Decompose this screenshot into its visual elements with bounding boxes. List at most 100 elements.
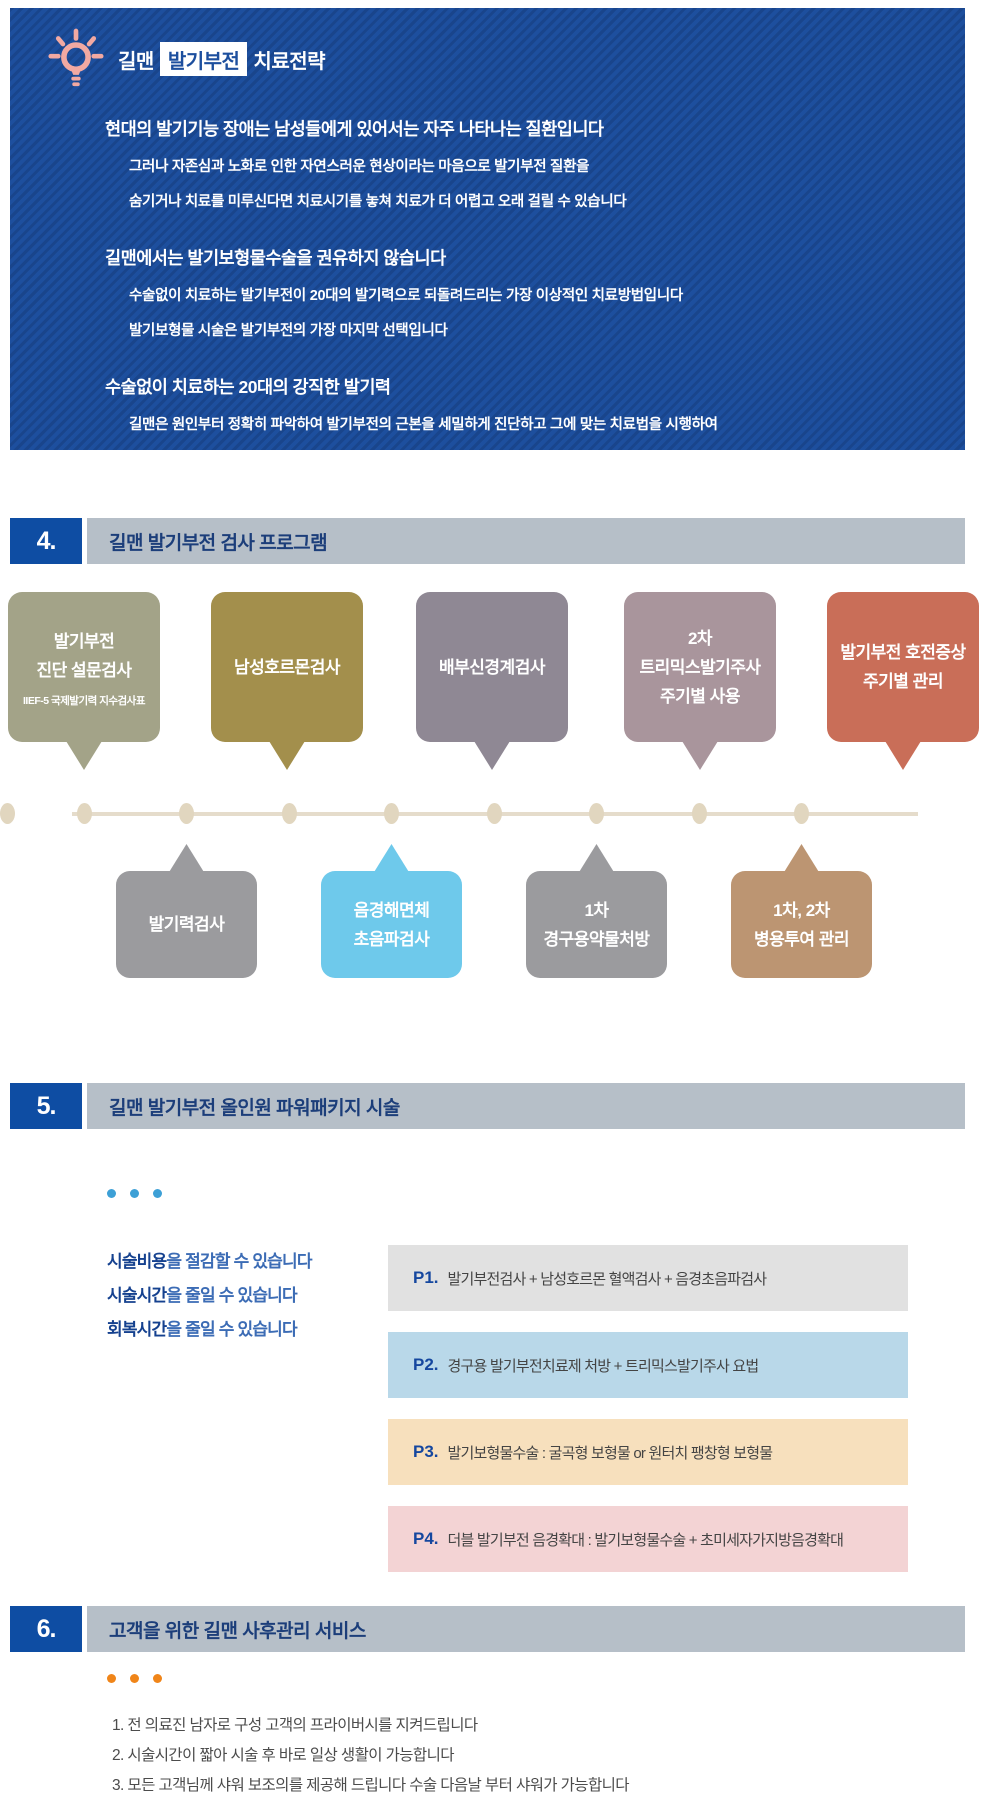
bubble-line: 남성호르몬검사: [234, 657, 340, 677]
package-label: P2.: [413, 1355, 439, 1374]
timeline-dot: [179, 803, 194, 824]
bubble-line: 진단 설문검사: [36, 660, 132, 680]
bubble-line: 음경해면체: [353, 900, 430, 920]
section-5-number: 5.: [10, 1083, 82, 1129]
package-label: P1.: [413, 1268, 439, 1287]
benefit-list: 시술비용을 절감할 수 있습니다 시술시간을 줄일 수 있습니다 회복시간을 줄…: [107, 1245, 388, 1593]
bubble-line: 초음파검사: [353, 929, 430, 949]
package-text: 발기보형물수술 : 굴곡형 보형물 or 원터치 팽창형 보형물: [447, 1444, 773, 1462]
bubble-tail: [578, 844, 615, 873]
bubble-line: 발기부전: [53, 631, 115, 651]
package-text: 발기부전검사 + 남성호르몬 혈액검사 + 음경초음파검사: [447, 1270, 768, 1288]
hero-line: 발기보형물 시술은 발기부전의 가장 마지막 선택입니다: [129, 323, 448, 339]
timeline-dot: [794, 803, 809, 824]
bubble-line: 발기부전 호전증상: [840, 643, 966, 662]
timeline-dot: [384, 803, 399, 824]
bubble-tail: [682, 741, 718, 770]
dot-icon: [153, 1674, 162, 1683]
package-row-p4: P4. 더블 발기부전 음경확대 : 발기보형물수술 + 초미세자가지방음경확대: [388, 1506, 908, 1572]
section-5-title: 길맨 발기부전 올인원 파워패키지 시술: [87, 1083, 965, 1129]
timeline-dot: [282, 803, 297, 824]
benefit-line: 시술비용을 절감할 수 있습니다: [107, 1245, 388, 1279]
section-6-header: 6. 고객을 위한 길맨 사후관리 서비스: [10, 1606, 965, 1652]
timeline-dot: [0, 803, 15, 824]
title-badge: 발기부전: [159, 42, 248, 76]
dot-icon: [130, 1189, 139, 1198]
benefit-rest: 을 절감할 수 있습니다: [166, 1252, 312, 1271]
bubble-tail: [373, 844, 410, 873]
lightbulb-icon: [48, 28, 104, 87]
hero-heading: 현대의 발기기능 장애는 남성들에게 있어서는 자주 나타나는 질환입니다: [105, 119, 604, 139]
list-item: 1. 전 의료진 남자로 구성 고객의 프라이버시를 지켜드립니다: [112, 1717, 478, 1734]
timeline-dot: [77, 803, 92, 824]
bubble-combined-care: 1차, 2차 병용투여 관리: [731, 844, 872, 978]
bubble-line: 병용투여 관리: [753, 929, 850, 949]
dot-icon: [153, 1189, 162, 1198]
hero-block: 수술없이 치료하는 20대의 강직한 발기력 길맨은 원인부터 정확히 파악하여…: [105, 374, 965, 469]
list-item: 3. 모든 고객님께 샤워 보조의를 제공해 드립니다 수술 다음날 부터 샤워…: [112, 1777, 630, 1794]
bubble-line: 트리믹스발기주사: [639, 657, 761, 677]
bubble-line: 1차: [584, 900, 609, 920]
benefit-rest: 을 줄일 수 있습니다: [166, 1286, 297, 1305]
bubble-nerve-test: 배부신경계검사: [416, 592, 568, 770]
bubble-line: 1차, 2차: [773, 900, 830, 920]
timeline-dot: [589, 803, 604, 824]
bubble-line: 경구용약물처방: [543, 929, 650, 949]
package-text: 경구용 발기부전치료제 처방 + 트리믹스발기주사 요법: [447, 1357, 760, 1375]
bubble-trimix-injection: 2차 트리믹스발기주사 주기별 사용: [624, 592, 776, 770]
aftercare-service-list: 1. 전 의료진 남자로 구성 고객의 프라이버시를 지켜드립니다 2. 시술시…: [112, 1711, 990, 1805]
list-item: 4. 원하시는 지점에서 시술 받으시고 가까운 지점에서 처치(소독 및 상태…: [112, 1801, 990, 1805]
bubble-ultrasound-test: 음경해면체 초음파검사: [321, 844, 462, 978]
bubble-tail: [474, 741, 510, 770]
bubble-improvement-care: 발기부전 호전증상 주기별 관리: [827, 592, 979, 770]
section-6-title: 고객을 위한 길맨 사후관리 서비스: [87, 1606, 965, 1652]
package-label: P4.: [413, 1529, 439, 1548]
hero-block: 현대의 발기기능 장애는 남성들에게 있어서는 자주 나타나는 질환입니다 그러…: [105, 116, 965, 211]
timeline: [0, 803, 990, 825]
bubble-line: 주기별 사용: [660, 686, 740, 706]
bubble-note: IIEF-5 국제발기력 지수검사표: [22, 694, 146, 707]
package-row-p3: P3. 발기보형물수술 : 굴곡형 보형물 or 원터치 팽창형 보형물: [388, 1419, 908, 1485]
hero-line: 근본치료를 원칙으로 하고있습니다: [129, 452, 333, 468]
section-5-header: 5. 길맨 발기부전 올인원 파워패키지 시술: [10, 1083, 965, 1129]
section-6-number: 6.: [10, 1606, 82, 1652]
hero-line: 그러나 자존심과 노화로 인한 자연스러운 현상이라는 마음으로 발기부전 질환…: [129, 159, 590, 175]
hero-line: 숨기거나 치료를 미루신다면 치료시기를 놓쳐 치료가 더 어렵고 오래 걸릴 …: [129, 194, 627, 210]
dot-icon: [107, 1189, 116, 1198]
benefit-strong: 시술비용: [107, 1252, 167, 1271]
benefit-strong: 회복시간: [107, 1320, 167, 1339]
bubble-line: 발기력검사: [148, 915, 225, 934]
list-item: 2. 시술시간이 짧아 시술 후 바로 일상 생활이 가능합니다: [112, 1747, 455, 1764]
decorative-dots-blue: [107, 1189, 990, 1198]
hero-block: 길맨에서는 발기보형물수술을 권유하지 않습니다 수술없이 치료하는 발기부전이…: [105, 245, 965, 340]
bubble-tail: [269, 741, 305, 770]
bubble-line: 배부신경계검사: [439, 657, 545, 677]
benefit-rest: 을 줄일 수 있습니다: [166, 1320, 297, 1339]
decorative-dots-orange: [107, 1674, 990, 1683]
hero-heading: 길맨에서는 발기보형물수술을 권유하지 않습니다: [105, 248, 446, 268]
exam-timeline-top-row: 발기부전 진단 설문검사 IIEF-5 국제발기력 지수검사표 남성호르몬검사 …: [0, 592, 990, 777]
bubble-tail: [885, 741, 921, 770]
hero-line: 수술없이 치료하는 발기부전이 20대의 발기력으로 되돌려드리는 가장 이상적…: [129, 288, 683, 304]
benefit-strong: 시술시간: [107, 1286, 167, 1305]
bubble-erection-test: 발기력검사: [116, 844, 257, 978]
bubble-tail: [66, 741, 102, 770]
bubble-line: 주기별 관리: [863, 672, 943, 691]
section-4-header: 4. 길맨 발기부전 검사 프로그램: [10, 518, 965, 564]
hero-line: 길맨은 원인부터 정확히 파악하여 발기부전의 근본을 세밀하게 진단하고 그에…: [129, 417, 718, 433]
bubble-line: 2차: [687, 628, 713, 648]
timeline-dot: [487, 803, 502, 824]
bubble-diagnosis-survey: 발기부전 진단 설문검사 IIEF-5 국제발기력 지수검사표: [8, 592, 160, 770]
dot-icon: [107, 1674, 116, 1683]
package-content: 시술비용을 절감할 수 있습니다 시술시간을 줄일 수 있습니다 회복시간을 줄…: [107, 1245, 990, 1593]
title-suffix: 치료전략: [253, 51, 326, 73]
section-4-title: 길맨 발기부전 검사 프로그램: [87, 518, 965, 564]
dot-icon: [130, 1674, 139, 1683]
section-4-number: 4.: [10, 518, 82, 564]
package-row-p2: P2. 경구용 발기부전치료제 처방 + 트리믹스발기주사 요법: [388, 1332, 908, 1398]
bubble-tail: [783, 844, 820, 873]
